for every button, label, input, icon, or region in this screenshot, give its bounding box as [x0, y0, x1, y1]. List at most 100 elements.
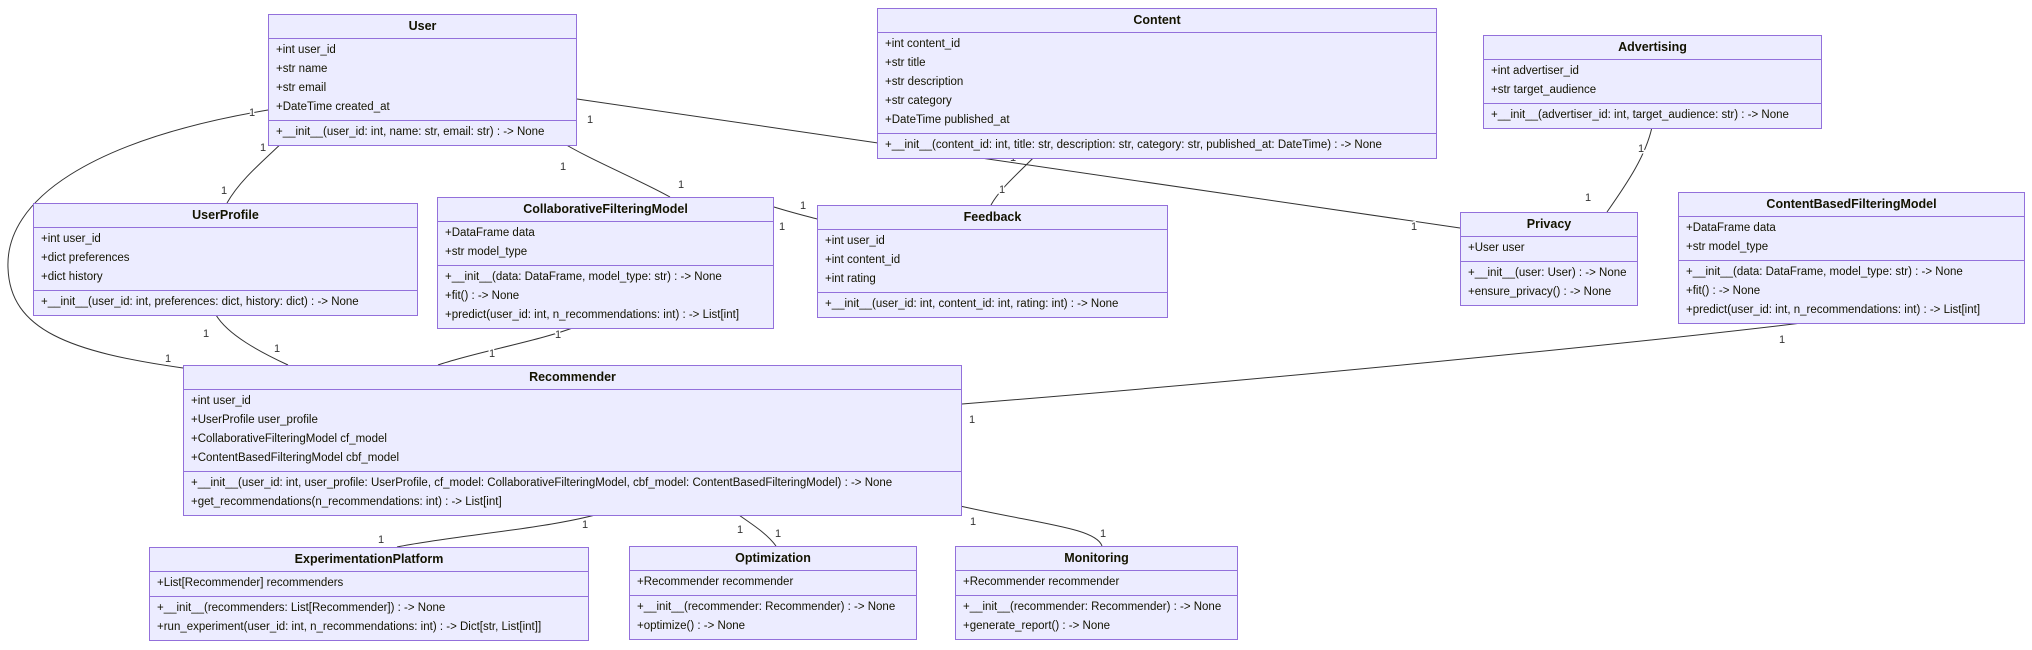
class-attribute: +int user_id	[41, 233, 101, 245]
edge-recommender-monitoring	[959, 505, 1103, 547]
multiplicity-label: 1	[678, 179, 684, 191]
edge-user-privacy	[576, 98, 1461, 229]
multiplicity-label: 1	[587, 114, 593, 126]
class-method: +__init__(user_id: int, user_profile: Us…	[191, 477, 893, 489]
class-method: +fit() : -> None	[445, 290, 520, 302]
class-attributes-section: +int advertiser_id +str target_audience	[1484, 60, 1821, 103]
class-method: +__init__(user: User) : -> None	[1468, 267, 1627, 279]
multiplicity-label: 1	[378, 534, 384, 546]
class-method: +__init__(content_id: int, title: str, d…	[885, 139, 1382, 151]
class-attributes-section: +Recommender recommender	[630, 571, 916, 595]
multiplicity-label: 1	[970, 516, 976, 528]
edge-userprofile-recommender	[215, 314, 289, 366]
class-methods-section: +__init__(user_id: int, name: str, email…	[269, 120, 576, 145]
class-box-privacy: Privacy+User user+__init__(user: User) :…	[1460, 212, 1638, 306]
multiplicity-label: 1	[1411, 221, 1417, 233]
multiplicity-label: 1	[260, 142, 266, 154]
multiplicity-label: 1	[165, 353, 171, 365]
class-attribute: +int content_id	[885, 38, 961, 50]
multiplicity-label: 1	[999, 184, 1005, 196]
class-attribute: +str model_type	[445, 246, 528, 258]
class-attribute: +str title	[885, 57, 926, 69]
class-attribute: +Recommender recommender	[637, 576, 794, 588]
class-attributes-section: +int content_id +str title +str descriptio…	[878, 33, 1436, 133]
class-title: Advertising	[1484, 36, 1821, 60]
class-attribute: +dict preferences	[41, 252, 130, 264]
class-box-collaborativefilteringmodel: CollaborativeFilteringModel+DataFrame da…	[437, 197, 774, 329]
class-method: +__init__(recommenders: List[Recommender…	[157, 602, 446, 614]
class-attributes-section: +int user_id+int content_id+int rating	[818, 230, 1167, 292]
class-method: +__init__(data: DataFrame, model_type: s…	[445, 271, 722, 283]
class-title: Recommender	[184, 366, 961, 390]
class-box-optimization: Optimization +Recommender recommender +__i…	[629, 546, 917, 640]
class-attribute: +dict history	[41, 271, 103, 283]
class-title: User	[269, 15, 576, 39]
class-methods-section: +__init__(recommender: Recommender) : ->…	[956, 595, 1237, 639]
class-methods-section: +__init__(advertiser_id: int, target_aud…	[1484, 103, 1821, 128]
class-attribute: +str email	[276, 82, 327, 94]
class-method: +__init__(recommender: Recommender) : ->…	[637, 601, 896, 613]
class-methods-section: +__init__(recommender: Recommender) : ->…	[630, 595, 916, 639]
class-attribute: +int advertiser_id	[1491, 65, 1579, 77]
class-methods-section: +__init__(data: DataFrame, model_type: s…	[1679, 260, 2024, 323]
class-title: Content	[878, 9, 1436, 33]
multiplicity-label: 1	[1638, 143, 1644, 155]
class-attribute: +CollaborativeFilteringModel cf_model	[191, 433, 387, 445]
class-method: +ensure_privacy() : -> None	[1468, 286, 1612, 298]
class-attribute: +int user_id	[276, 44, 336, 56]
class-attributes-section: +int user_id +dict preferences +dict histo…	[34, 228, 417, 290]
class-attribute: +DataFrame data	[445, 227, 535, 239]
class-title: Privacy	[1461, 213, 1637, 237]
class-attribute: +Recommender recommender	[963, 576, 1120, 588]
edge-contentbasedfilteringmodel-recommender	[961, 321, 1811, 405]
class-title: Monitoring	[956, 547, 1237, 571]
class-attribute: +DateTime created_at	[276, 101, 390, 113]
multiplicity-label: 1	[1100, 528, 1106, 540]
class-box-advertising: Advertising +int advertiser_id +str target…	[1483, 35, 1822, 129]
multiplicity-label: 1	[221, 185, 227, 197]
class-attribute: +List[Recommender] recommenders	[157, 577, 344, 589]
class-method: +__init__(user_id: int, name: str, email…	[276, 126, 545, 138]
class-methods-section: +__init__(user: User) : -> None +ensure_p…	[1461, 261, 1637, 305]
class-attribute: +UserProfile user_profile	[191, 414, 318, 426]
class-method: +__init__(user_id: int, content_id: int,…	[825, 298, 1119, 310]
multiplicity-label: 1	[555, 329, 561, 341]
class-attribute: +str description	[885, 76, 964, 88]
edge-user-userprofile	[226, 139, 286, 204]
class-methods-section: +__init__(content_id: int, title: str, d…	[878, 133, 1436, 158]
class-method: +__init__(recommender: Recommender) : ->…	[963, 601, 1222, 613]
class-attribute: +DataFrame data	[1686, 222, 1776, 234]
class-attributes-section: +int user_id+str name+str email+DateTime…	[269, 39, 576, 120]
class-box-recommender: Recommender +int user_id +UserProfile user…	[183, 365, 962, 516]
class-attribute: +int user_id	[825, 235, 885, 247]
class-attributes-section: +User user	[1461, 237, 1637, 261]
class-box-experimentationplatform: ExperimentationPlatform+List[Recommender…	[149, 547, 589, 641]
class-attribute: +str category	[885, 95, 952, 107]
multiplicity-label: 1	[203, 328, 209, 340]
multiplicity-label: 1	[560, 161, 566, 173]
edge-collaborativefilteringmodel-recommender	[437, 324, 581, 366]
class-method: +run_experiment(user_id: int, n_recommen…	[157, 621, 542, 633]
class-method: +__init__(advertiser_id: int, target_aud…	[1491, 109, 1789, 121]
class-attributes-section: +List[Recommender] recommenders	[150, 572, 588, 596]
class-attributes-section: +int user_id +UserProfile user_profile +Co…	[184, 390, 961, 471]
class-attribute: +int content_id	[825, 254, 901, 266]
class-attribute: +ContentBasedFilteringModel cbf_model	[191, 452, 400, 464]
class-box-userprofile: UserProfile+int user_id+dict preferences…	[33, 203, 418, 316]
edge-recommender-experimentationplatform	[396, 509, 613, 548]
edge-user-recommender	[7, 109, 269, 369]
class-attribute: +int user_id	[191, 395, 251, 407]
class-title: Optimization	[630, 547, 916, 571]
edge-advertising-privacy	[1606, 126, 1653, 213]
multiplicity-label: 1	[737, 524, 743, 536]
class-attribute: +str target_audience	[1491, 84, 1597, 96]
edge-collaborativefilteringmodel-feedback	[773, 206, 818, 220]
multiplicity-label: 1	[1585, 192, 1591, 204]
class-method: +predict(user_id: int, n_recommendations…	[445, 309, 740, 321]
class-attribute: +DateTime published_at	[885, 114, 1010, 126]
class-attributes-section: +DataFrame data+str model_type	[1679, 217, 2024, 260]
multiplicity-label: 1	[274, 343, 280, 355]
class-method: +predict(user_id: int, n_recommendations…	[1686, 304, 1981, 316]
class-method: +get_recommendations(n_recommendations: …	[191, 496, 502, 508]
